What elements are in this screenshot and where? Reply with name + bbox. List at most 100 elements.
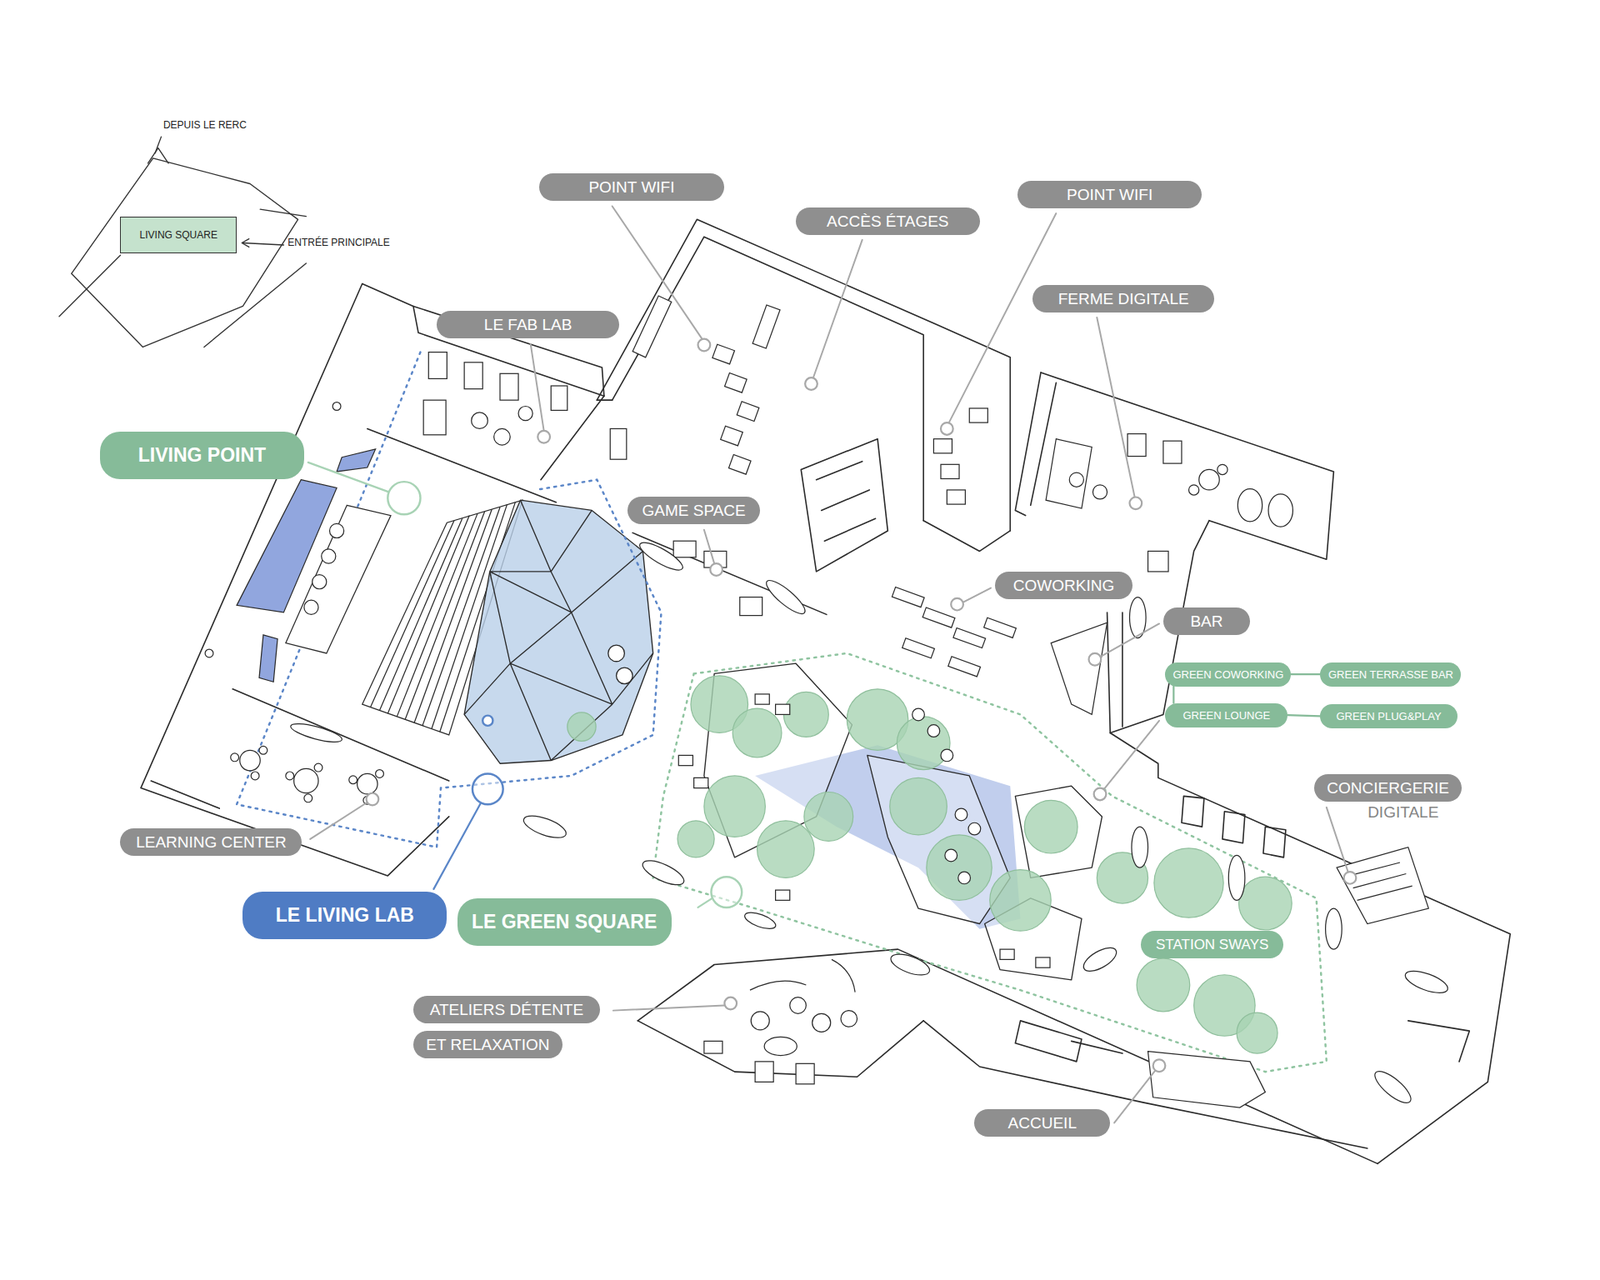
walls <box>1015 1020 1123 1062</box>
callout-pill: POINT WIFI <box>1017 180 1203 209</box>
marker-dot <box>805 377 818 390</box>
platform <box>704 663 1103 980</box>
tree <box>783 691 829 737</box>
label-text: GAME SPACE <box>639 500 749 520</box>
furniture <box>1163 440 1182 464</box>
marker-dot <box>710 563 723 576</box>
furniture <box>240 750 260 770</box>
green-pill: GREEN COWORKING <box>1165 662 1291 687</box>
callout-pill: BAR <box>1163 607 1250 635</box>
walls <box>1121 612 1124 727</box>
furniture <box>518 406 533 421</box>
furniture <box>610 428 627 460</box>
furniture <box>205 649 214 658</box>
furniture <box>250 771 260 780</box>
furniture <box>969 408 988 423</box>
label-text: LIVING POINT <box>113 443 291 468</box>
marker-dot <box>1153 1059 1166 1072</box>
furniture <box>1035 957 1050 968</box>
furniture <box>902 638 935 659</box>
site-map <box>59 255 120 316</box>
tube-seat <box>1370 1066 1415 1109</box>
marker-dot <box>1094 788 1107 801</box>
tree <box>926 835 992 900</box>
label-text: FERME DIGITALE <box>1044 289 1203 309</box>
callout-pill: ACCUEIL <box>974 1109 1110 1137</box>
tree <box>732 708 782 758</box>
leader-line <box>1104 720 1160 790</box>
furniture <box>464 362 483 390</box>
furniture <box>933 439 952 454</box>
furniture <box>812 1013 831 1032</box>
label-text: POINT WIFI <box>1029 185 1191 205</box>
walls <box>637 949 1378 1164</box>
tree <box>757 820 815 879</box>
site-map <box>260 209 306 217</box>
tube-seat <box>742 909 778 932</box>
furniture <box>940 749 954 762</box>
tube-seat <box>1402 966 1450 998</box>
walls <box>637 1020 924 1077</box>
furniture <box>1217 464 1228 475</box>
leader-line <box>308 462 390 493</box>
furniture <box>720 425 744 446</box>
site-map <box>148 148 169 164</box>
callout-pill: ET RELAXATION <box>413 1030 563 1059</box>
callout-pill: ATELIERS DÉTENTE <box>413 995 600 1024</box>
furniture <box>1349 862 1413 900</box>
furniture <box>736 401 760 422</box>
furniture <box>694 777 709 788</box>
furniture <box>471 412 489 430</box>
site-map <box>59 136 306 347</box>
marker-dot <box>940 422 954 435</box>
label-text: ATELIERS DÉTENTE <box>425 1000 589 1020</box>
leader-line <box>310 205 1348 1123</box>
label-text: STATION SWAYS <box>1150 935 1274 954</box>
callout-pill: GAME SPACE <box>627 496 760 525</box>
marker-ring <box>387 481 742 908</box>
label-text: LE FAB LAB <box>448 315 608 335</box>
furniture <box>285 771 295 780</box>
furniture <box>312 575 327 590</box>
furniture <box>1237 489 1262 522</box>
walls <box>150 780 220 809</box>
furniture <box>984 617 1017 638</box>
furniture <box>294 768 319 793</box>
leader-line <box>813 240 863 378</box>
furniture <box>755 1061 774 1082</box>
furniture <box>1069 472 1084 487</box>
walls <box>1040 372 1334 560</box>
furniture <box>775 704 790 715</box>
green-pill: STATION SWAYS <box>1140 930 1284 959</box>
furniture <box>948 656 981 677</box>
tree <box>990 870 1051 931</box>
label-text: LE LIVING LAB <box>255 903 434 928</box>
leader-line <box>310 802 368 840</box>
tree <box>1024 800 1078 854</box>
site-map <box>155 136 161 154</box>
living-lab-crystal <box>608 645 625 662</box>
furniture <box>958 871 971 885</box>
living-lab-crystal <box>464 500 654 764</box>
site-map <box>204 263 306 347</box>
living-lab-crystal <box>464 500 654 764</box>
tube-seat <box>639 855 687 890</box>
furniture <box>953 628 986 649</box>
connector-line <box>1172 686 1175 704</box>
furniture <box>1148 1051 1266 1108</box>
walls <box>816 461 876 542</box>
tree <box>804 792 854 842</box>
leader-line <box>963 588 991 603</box>
marker-ring <box>472 773 504 805</box>
tube-seat <box>1228 855 1245 900</box>
blue-surfaces <box>236 449 1020 930</box>
tube-seat <box>1080 943 1120 976</box>
furniture <box>636 537 686 575</box>
furniture <box>678 755 693 765</box>
callout-pill: POINT WIFI <box>539 173 725 201</box>
marker-ring <box>710 876 742 908</box>
site-map <box>241 239 250 248</box>
walls <box>362 284 605 397</box>
furniture <box>304 794 313 803</box>
